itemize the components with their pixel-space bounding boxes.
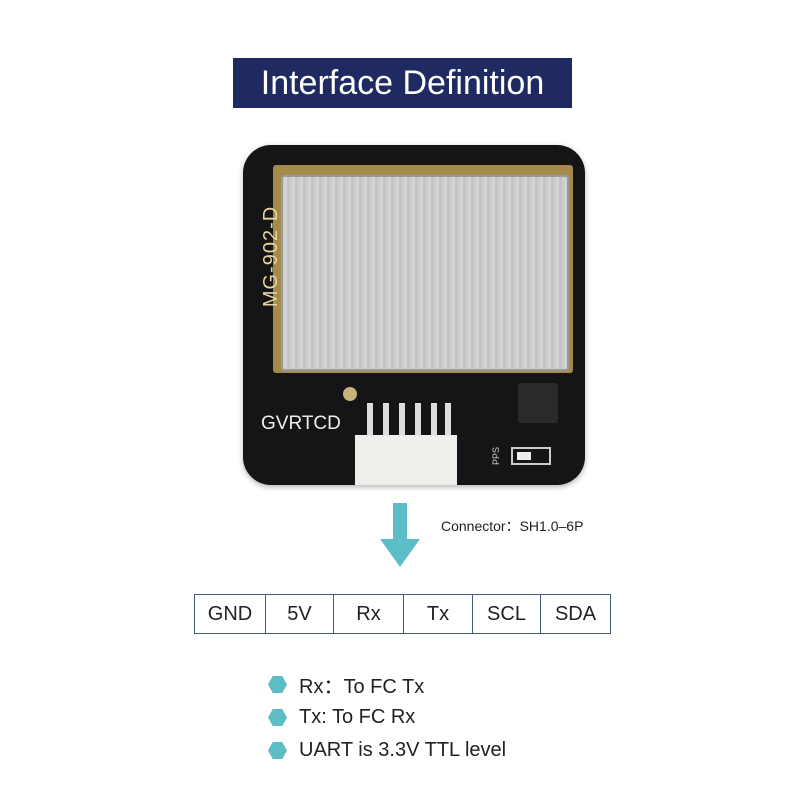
hexagon-bullet-icon	[268, 708, 287, 727]
hexagon-bullet-icon	[268, 675, 287, 694]
pin-cell: 5V	[266, 595, 334, 633]
note-item: Tx: To FC Rx	[268, 701, 506, 734]
connector-pin	[383, 403, 389, 435]
note-text: UART is 3.3V TTL level	[299, 739, 507, 761]
pin-cell: Rx	[334, 595, 404, 633]
solder-pad	[343, 387, 357, 401]
gps-module-board: MG-902-D GVRTCD PPS	[243, 145, 585, 485]
brand-label: GVRTCD	[261, 413, 341, 434]
connector-pin	[399, 403, 405, 435]
note-text: Rx：To FC Tx	[299, 676, 425, 698]
title: Interface Definition	[260, 63, 545, 102]
connector-pin	[431, 403, 437, 435]
pps-label: PPS	[491, 446, 502, 466]
pin-cell: SCL	[473, 595, 541, 633]
connector-pin	[415, 403, 421, 435]
note-item: Rx：To FC Tx	[268, 668, 506, 701]
pps-led	[511, 447, 551, 465]
model-label: MG-902-D	[260, 205, 283, 308]
pin-cell: GND	[195, 595, 266, 633]
pin-cell: Tx	[404, 595, 473, 633]
connector-pin	[445, 403, 451, 435]
pinout-table: GND 5V Rx Tx SCL SDA	[194, 594, 611, 634]
connector-label: Connector：SH1.0–6P	[441, 518, 584, 534]
title-banner: Interface Definition	[233, 58, 572, 108]
hexagon-bullet-icon	[268, 741, 287, 760]
metal-shield	[281, 175, 569, 371]
note-text: Tx: To FC Rx	[299, 706, 416, 728]
down-arrow-icon	[380, 503, 420, 567]
connector-pin	[367, 403, 373, 435]
pin-cell: SDA	[554, 603, 597, 625]
note-item: UART is 3.3V TTL level	[268, 734, 506, 767]
sh-connector	[355, 435, 457, 485]
ic-chip	[518, 383, 558, 423]
notes-list: Rx：To FC Tx Tx: To FC Rx UART is 3.3V TT…	[268, 668, 506, 767]
